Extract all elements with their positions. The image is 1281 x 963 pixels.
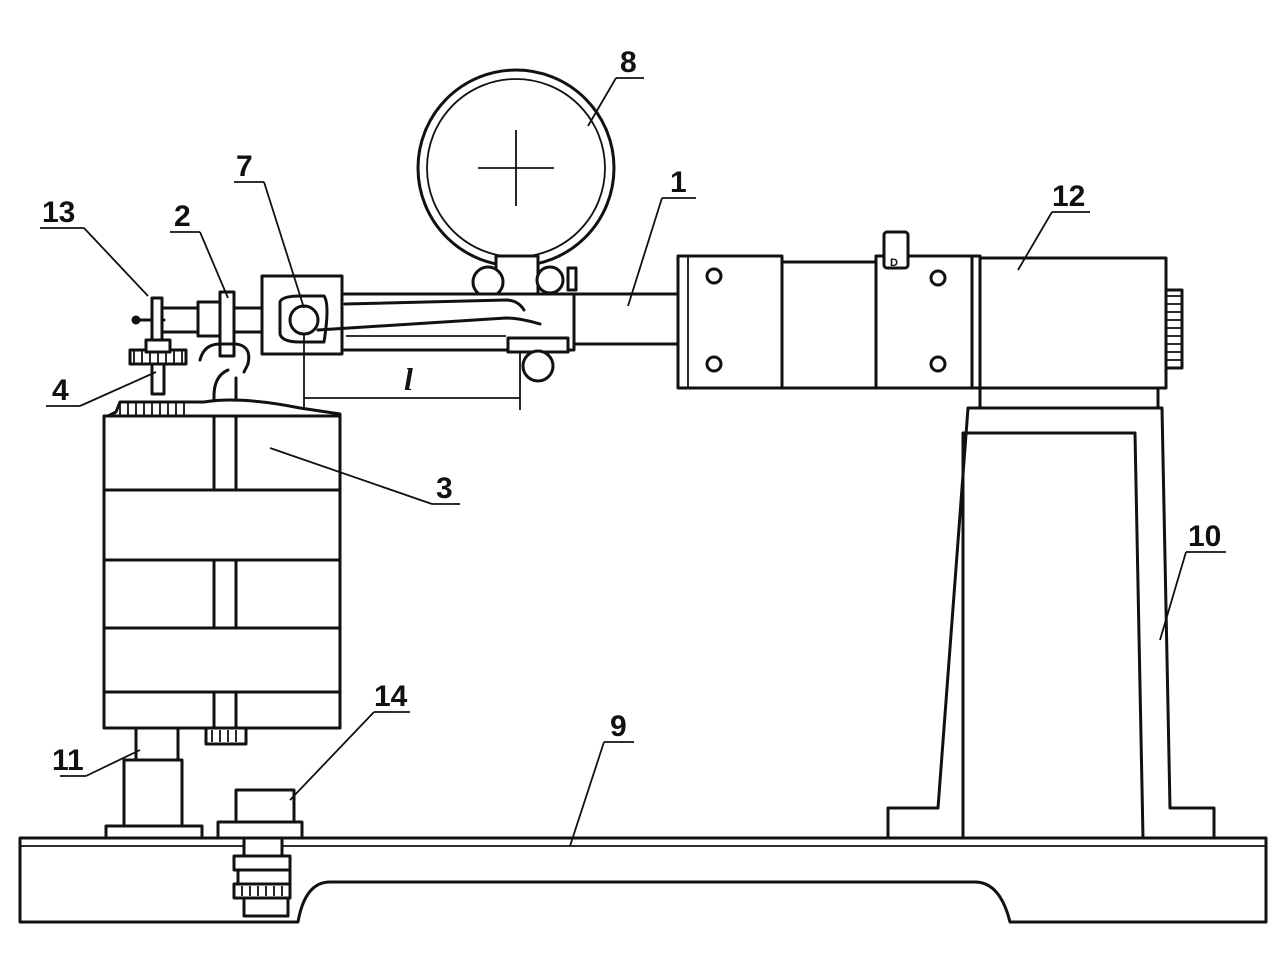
tag-letter-d: D xyxy=(890,257,898,269)
callout-13: 13 xyxy=(42,196,75,229)
callout-12: 12 xyxy=(1052,180,1085,213)
callout-1: 1 xyxy=(670,166,687,199)
callout-8: 8 xyxy=(620,46,637,79)
callout-7: 7 xyxy=(236,150,253,183)
lever-arm xyxy=(260,274,576,383)
callout-11: 11 xyxy=(52,744,84,777)
weight-stack xyxy=(102,398,342,746)
adjusting-screw xyxy=(216,788,304,918)
callout-10: 10 xyxy=(1188,520,1221,553)
base-plate xyxy=(18,836,1268,924)
callout-9: 9 xyxy=(610,710,627,743)
leader-lines xyxy=(40,77,1226,847)
dimension-label: l xyxy=(404,361,413,397)
callout-2: 2 xyxy=(174,200,191,233)
shaft xyxy=(568,292,680,346)
callout-labels: 1 2 3 4 7 8 9 10 11 12 13 14 xyxy=(42,46,1221,777)
callout-4: 4 xyxy=(52,374,69,407)
dimension-l: l xyxy=(303,334,521,410)
pedestal-support xyxy=(886,386,1216,840)
spindle-assembly xyxy=(131,290,264,358)
callout-14: 14 xyxy=(374,680,408,713)
head-housing: D xyxy=(676,230,1184,390)
support-post xyxy=(104,726,204,840)
dial-indicator xyxy=(416,68,616,330)
gear-wheel xyxy=(128,338,188,396)
callout-3: 3 xyxy=(436,472,453,505)
